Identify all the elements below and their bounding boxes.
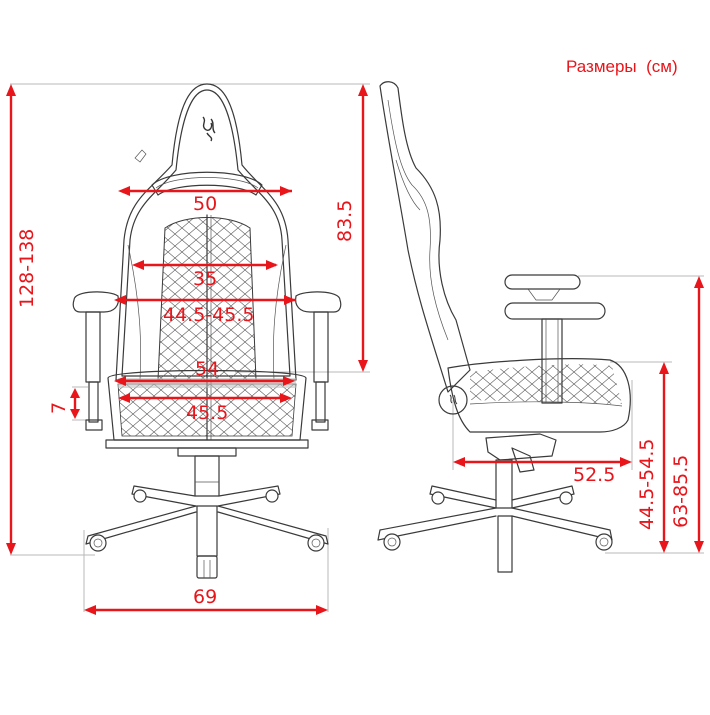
right-armrest (295, 291, 342, 431)
shoulder-width-label: 50 (193, 193, 218, 215)
side-armrest (504, 274, 606, 404)
side-view-chair (377, 81, 704, 573)
base-width-label: 69 (193, 586, 218, 608)
total-height-label: 128-138 (16, 228, 38, 308)
backrest-height-label: 83.5 (334, 199, 356, 242)
razer-logo-icon (202, 116, 216, 142)
armrest-height-label: 63-85.5 (670, 454, 692, 528)
seat-height-label: 44.5-54.5 (636, 438, 658, 530)
armrest-inner-width-label: 44.5-45.5 (163, 304, 255, 326)
razer-logo-icon (449, 394, 458, 405)
seat-depth-label: 52.5 (573, 464, 616, 486)
front-dimension-lines (6, 84, 368, 615)
left-armrest (72, 291, 119, 431)
armrest-adjust-label: 7 (48, 401, 70, 414)
side-dimension-lines (453, 276, 704, 553)
seat-inner-width-label: 45.5 (186, 402, 229, 424)
seat-width-label: 54 (195, 358, 220, 380)
front-view-chair (10, 83, 370, 612)
lumbar-width-label: 35 (193, 268, 218, 290)
diagram-title: Размеры (см) (566, 57, 678, 76)
